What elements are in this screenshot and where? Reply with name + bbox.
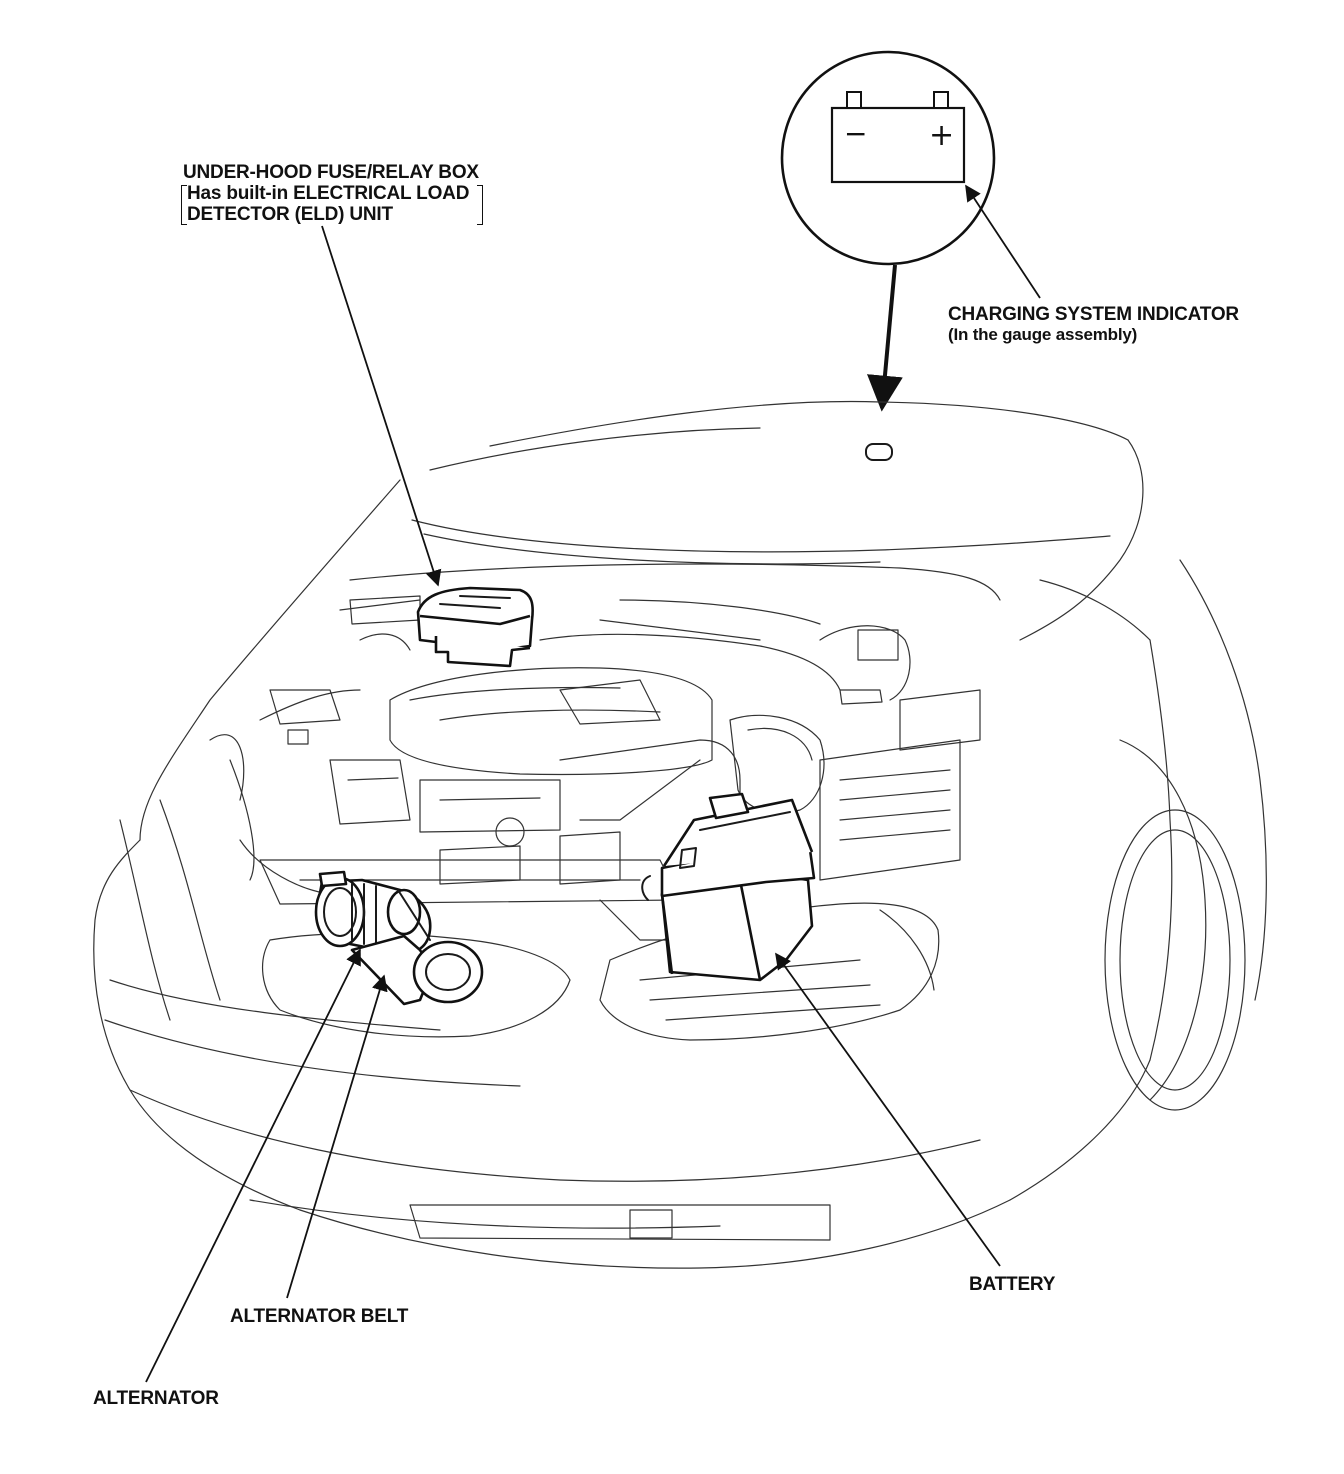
charging-indicator-leader <box>965 184 1041 299</box>
fuse-relay-box <box>416 586 534 668</box>
alternator-leader <box>145 948 361 1383</box>
charging-indicator-title: CHARGING SYSTEM INDICATOR <box>948 304 1239 325</box>
battery <box>641 792 816 982</box>
hood <box>411 400 1144 641</box>
alternator-assembly <box>314 870 484 1006</box>
car-body <box>93 479 1267 1269</box>
fuse-box-label: UNDER-HOOD FUSE/RELAY BOX Has built-in E… <box>180 162 484 225</box>
indicator-inset: − + <box>780 50 996 412</box>
fuse-box-note: Has built-in ELECTRICAL LOAD DETECTOR (E… <box>180 183 484 225</box>
charging-indicator-label: CHARGING SYSTEM INDICATOR (In the gauge … <box>948 304 1239 344</box>
battery-icon: − + <box>830 91 966 184</box>
fuse-box-note-line1: Has built-in ELECTRICAL LOAD <box>187 183 470 204</box>
engine-compartment <box>209 563 1001 941</box>
battery-leader <box>775 952 1001 1267</box>
inset-connector <box>867 264 903 412</box>
battery-label: BATTERY <box>969 1274 1056 1295</box>
fuse-box-leader <box>321 225 442 587</box>
fuse-box-note-line2: DETECTOR (ELD) UNIT <box>187 204 393 225</box>
alternator-belt-leader <box>286 974 388 1299</box>
battery-plus-symbol: + <box>929 118 954 153</box>
leader-lines <box>145 184 1041 1383</box>
battery-minus-symbol: − <box>844 117 867 150</box>
charging-indicator-note: (In the gauge assembly) <box>948 325 1138 344</box>
fuse-box-title: UNDER-HOOD FUSE/RELAY BOX <box>183 162 479 183</box>
alternator-belt-label: ALTERNATOR BELT <box>230 1306 409 1327</box>
alternator-label: ALTERNATOR <box>93 1388 219 1409</box>
